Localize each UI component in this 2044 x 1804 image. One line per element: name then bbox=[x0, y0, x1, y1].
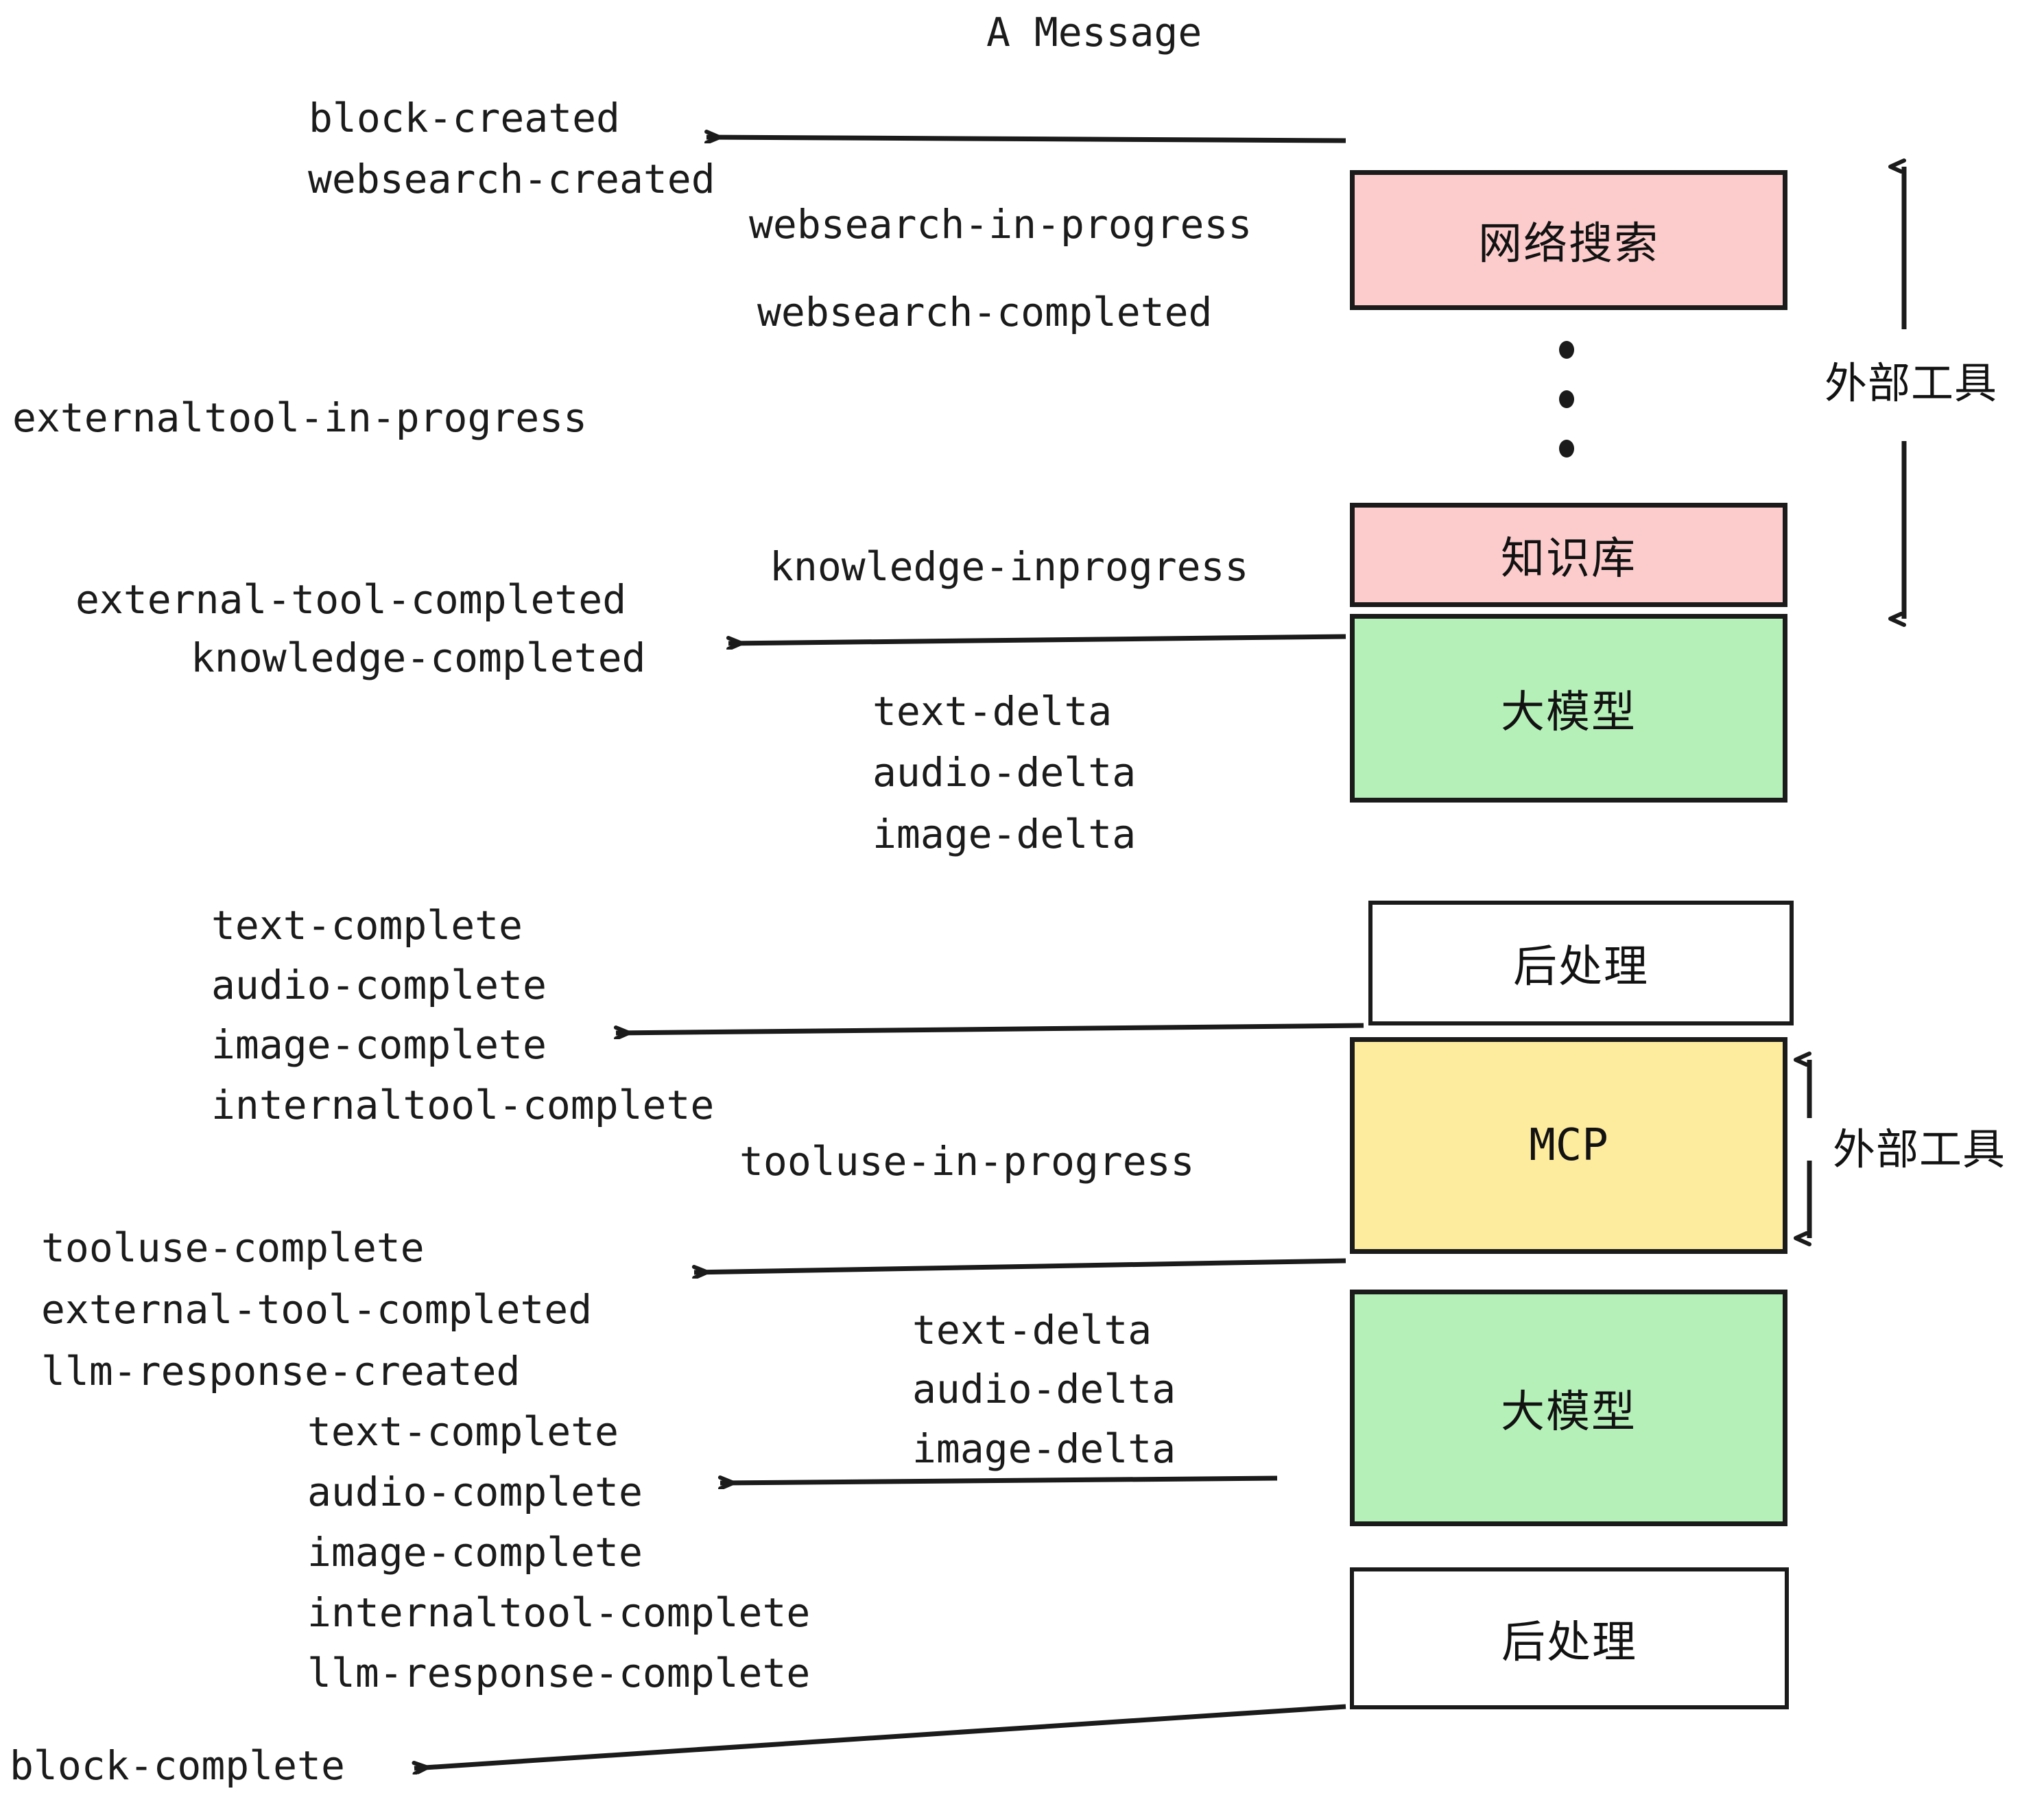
node-llm-top[interactable]: 大模型 bbox=[1350, 614, 1787, 803]
arrow-llm-to-audiocomplete bbox=[720, 1478, 1278, 1483]
event-websearch-completed: websearch-completed bbox=[757, 289, 1213, 335]
node-postprocess-bottom[interactable]: 后处理 bbox=[1350, 1567, 1789, 1709]
event-text-delta-1: text-delta bbox=[872, 688, 1113, 735]
node-llm-top-label: 大模型 bbox=[1501, 687, 1637, 738]
arrow-post-to-blockcomplete bbox=[414, 1704, 1346, 1768]
ellipsis-vertical-icon bbox=[1558, 341, 1575, 458]
diagram-title: A Message bbox=[986, 9, 1202, 56]
event-external-tool-completed-2: external-tool-completed bbox=[41, 1286, 593, 1333]
event-block-created: block-created bbox=[309, 95, 620, 141]
event-image-complete-2: image-complete bbox=[307, 1529, 643, 1576]
node-knowledge-label: 知识库 bbox=[1501, 534, 1637, 584]
arrow-knowledge-to-completed bbox=[728, 634, 1346, 643]
event-websearch-in-progress: websearch-in-progress bbox=[749, 201, 1252, 248]
event-image-delta-2: image-delta bbox=[912, 1425, 1176, 1472]
event-llm-response-created: llm-response-created bbox=[41, 1348, 521, 1394]
node-llm-bottom-label: 大模型 bbox=[1501, 1386, 1637, 1438]
node-websearch-label: 网络搜索 bbox=[1478, 219, 1659, 270]
event-audio-complete-1: audio-complete bbox=[211, 962, 547, 1008]
event-audio-delta-1: audio-delta bbox=[872, 749, 1137, 796]
event-text-delta-2: text-delta bbox=[912, 1307, 1152, 1353]
arrow-websearch-to-blockcreated bbox=[706, 137, 1346, 141]
event-tooluse-complete: tooluse-complete bbox=[41, 1224, 425, 1271]
event-image-delta-1: image-delta bbox=[872, 811, 1137, 857]
node-websearch[interactable]: 网络搜索 bbox=[1350, 170, 1787, 310]
node-llm-bottom[interactable]: 大模型 bbox=[1350, 1290, 1787, 1526]
node-postprocess-top[interactable]: 后处理 bbox=[1368, 901, 1794, 1025]
node-mcp[interactable]: MCP bbox=[1350, 1037, 1787, 1254]
arrow-mcp-to-tooluse-complete bbox=[694, 1258, 1346, 1272]
event-llm-response-complete: llm-response-complete bbox=[307, 1650, 811, 1696]
node-postprocess-bottom-label: 后处理 bbox=[1501, 1617, 1637, 1668]
event-text-complete-2: text-complete bbox=[307, 1408, 619, 1455]
event-block-complete: block-complete bbox=[10, 1742, 345, 1789]
event-audio-delta-2: audio-delta bbox=[912, 1366, 1176, 1412]
node-postprocess-top-label: 后处理 bbox=[1513, 942, 1649, 993]
event-image-complete-1: image-complete bbox=[211, 1021, 547, 1068]
event-text-complete-1: text-complete bbox=[211, 902, 523, 949]
event-internaltool-complete-2: internaltool-complete bbox=[307, 1589, 811, 1636]
event-knowledge-completed: knowledge-completed bbox=[191, 634, 646, 681]
node-mcp-label: MCP bbox=[1529, 1120, 1608, 1171]
annotation-external-tools-top: 外部工具 bbox=[1825, 358, 1998, 408]
event-tooluse-in-progress: tooluse-in-progress bbox=[739, 1138, 1195, 1185]
event-internaltool-complete-1: internaltool-complete bbox=[211, 1082, 715, 1128]
event-external-tool-completed-1: external-tool-completed bbox=[75, 576, 627, 623]
event-websearch-created: websearch-created bbox=[308, 156, 715, 202]
event-knowledge-inprogress: knowledge-inprogress bbox=[770, 543, 1249, 590]
node-knowledge[interactable]: 知识库 bbox=[1350, 503, 1787, 607]
event-externaltool-in-progress: externaltool-in-progress bbox=[12, 394, 588, 441]
event-audio-complete-2: audio-complete bbox=[307, 1469, 643, 1515]
annotation-external-tools-bottom: 外部工具 bbox=[1833, 1124, 2006, 1174]
arrow-post-to-imagecomplete bbox=[616, 1023, 1364, 1033]
